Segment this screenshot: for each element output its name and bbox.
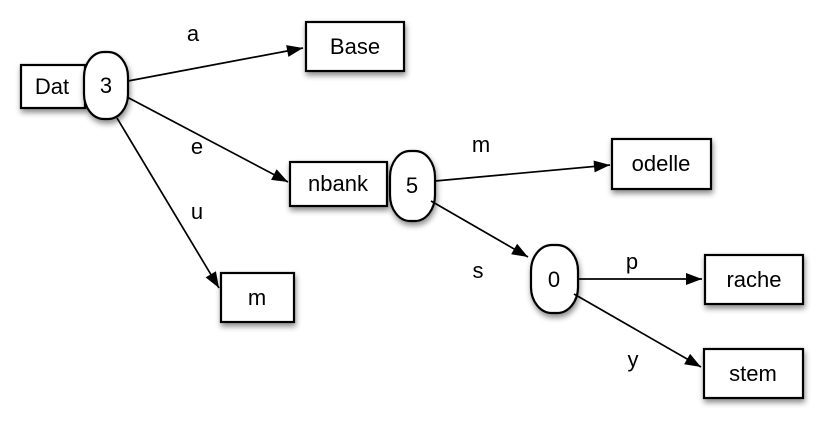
edge-m-label: m [472, 132, 490, 157]
edges [116, 45, 702, 368]
node-5-label: 5 [406, 173, 418, 198]
node-odelle-box [610, 137, 713, 191]
node-stem-box [702, 347, 805, 400]
node-stem-label: stem [729, 361, 777, 386]
node-m-box [219, 271, 296, 324]
edge-a-label: a [187, 21, 200, 46]
edge-p-label: p [626, 249, 638, 274]
edge-s-label: s [473, 258, 484, 283]
node-5-capsule [388, 149, 437, 223]
node-labels: Dat 3 Base nbank 5 m odelle 0 rache stem [35, 34, 782, 386]
edge-labels: a e u m s p y [187, 21, 639, 372]
node-shapes [19, 20, 805, 400]
edge-y-label: y [628, 347, 639, 372]
edge-y-line [573, 293, 702, 368]
edge-u-label: u [191, 199, 203, 224]
node-rache-label: rache [726, 267, 781, 292]
node-dat-box [19, 63, 87, 110]
edge-e-label: e [191, 134, 203, 159]
edge-e-line [126, 96, 289, 183]
node-nbank-label: nbank [308, 171, 369, 196]
node-m-label: m [248, 285, 266, 310]
edge-u-line [116, 117, 220, 289]
node-base-box [304, 20, 406, 73]
edge-s-line [430, 200, 529, 258]
node-3-label: 3 [100, 73, 112, 98]
node-rache-box [703, 253, 805, 306]
node-3-capsule [82, 50, 130, 121]
node-0-label: 0 [548, 267, 560, 292]
node-odelle-label: odelle [632, 151, 691, 176]
node-dat-label: Dat [35, 74, 69, 99]
edge-m-line [434, 160, 611, 182]
edge-a-line [127, 45, 304, 82]
node-nbank-box [288, 160, 389, 208]
node-base-label: Base [330, 34, 380, 59]
